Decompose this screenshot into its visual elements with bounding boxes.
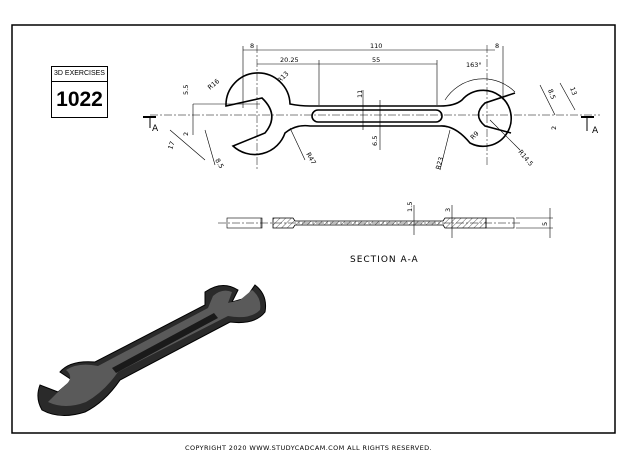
dim-label: R23	[434, 156, 445, 170]
section-marker-right-label: A	[592, 126, 599, 136]
exercise-badge: 3D EXERCISES 1022	[51, 66, 108, 118]
section-caption: SECTION A-A	[350, 255, 419, 265]
dim-label: 2	[182, 132, 190, 136]
dim-label: 8.5	[546, 88, 557, 100]
dim-label: 17	[166, 140, 176, 151]
dim-label: R47	[304, 151, 317, 166]
wrench-front-view	[225, 72, 516, 156]
dim-label: R13	[276, 70, 291, 85]
dim-label: 5	[541, 222, 549, 226]
section-view: 1.5 3 5	[218, 202, 553, 238]
section-marker-left-label: A	[152, 124, 159, 134]
dim-label: 8	[250, 42, 254, 50]
handle-slot	[311, 109, 443, 123]
dim-label: 8	[495, 42, 499, 50]
dim-label: 11	[356, 90, 364, 98]
dim-label: 13	[568, 86, 578, 97]
dim-label: 2	[550, 126, 558, 130]
dim-label: 110	[370, 42, 382, 50]
wrench-3d-view	[37, 284, 266, 416]
dimension-lines	[169, 46, 576, 171]
dim-label: 3	[444, 208, 452, 212]
drawing-border	[11, 24, 616, 434]
dim-label: 20.25	[280, 56, 299, 64]
section-marker-left: A	[143, 116, 159, 134]
dim-label: R14.5	[516, 148, 534, 168]
copyright-text: COPYRIGHT 2020 WWW.STUDYCADCAM.COM ALL R…	[185, 444, 432, 452]
dim-label: 163°	[466, 61, 482, 69]
dim-label: 1.5	[406, 202, 414, 212]
section-marker-right: A	[581, 116, 599, 136]
dim-label: R9	[469, 130, 481, 142]
dim-label: 6.5	[371, 136, 379, 146]
exercise-number: 1022	[56, 88, 103, 111]
dim-label: R16	[206, 77, 221, 91]
dim-label: 5.5	[182, 85, 190, 95]
dim-label: 55	[372, 56, 380, 64]
dim-label: 8.5	[213, 157, 225, 170]
badge-label: 3D EXERCISES	[52, 67, 107, 82]
